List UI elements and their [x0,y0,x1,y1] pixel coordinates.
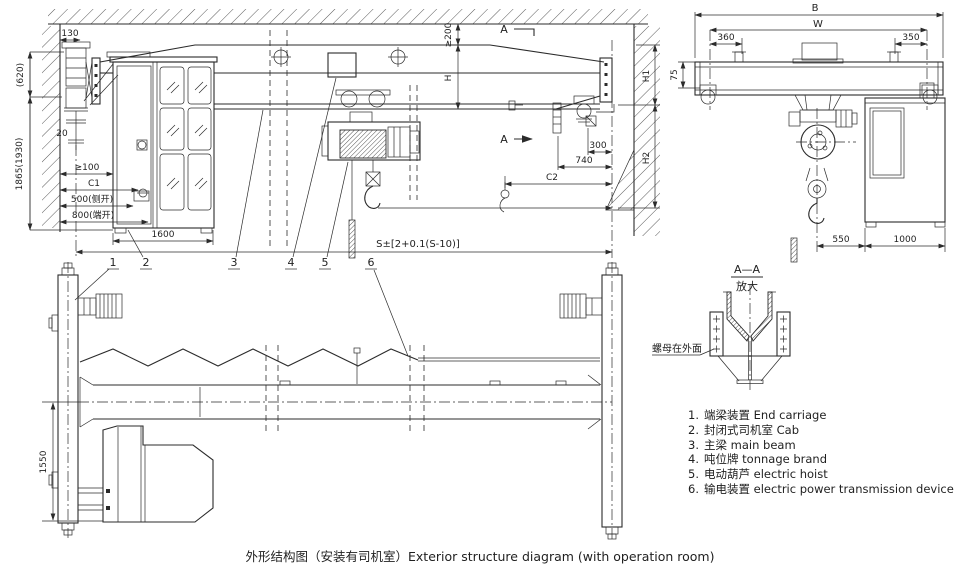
right-wall [605,24,660,236]
dim-h: H [444,75,454,82]
dim-130: 130 [61,29,78,39]
dim-c1: C1 [88,179,100,189]
main-beam-plan [78,345,612,433]
runway-rail-assembly [61,41,93,258]
dim-span: S±[2+0.1(S-10)] [376,239,460,250]
callout-6: 6 [368,256,375,269]
legend-item-label: 端梁装置 End carriage [704,408,827,422]
legend-item-number: 6. [688,481,699,496]
dim-300: 300 [589,141,606,151]
dim-75: 75 [670,69,680,80]
dim-550: 550 [832,235,849,245]
dim-ge100: ≥100 [75,163,100,173]
hook-front [364,160,381,209]
front-view: A A 130 (620) 1865(1930) 20 ≥100 C1 [15,9,660,357]
end-carriage-right [559,262,623,542]
dim-1000: 1000 [894,235,917,245]
dim-b: B [812,3,819,14]
dim-20: 20 [56,129,68,139]
legend-item-label: 主梁 main beam [704,437,796,452]
front-dimensions: 130 (620) 1865(1930) 20 ≥100 C1 500(侧开) … [15,22,660,255]
legend-item-label: 输电装置 electric power transmission device [704,481,954,496]
ceiling-hatch [48,9,648,25]
main-girder [83,30,613,246]
dim-360: 360 [717,33,734,43]
legend-item-label: 电动葫芦 electric hoist [704,467,828,482]
cab-plan [78,425,214,523]
dim-620: (620) [16,63,26,87]
dim-h1: H1 [642,70,652,83]
section-mark-a-bottom: A [500,133,508,146]
diagram-caption: 外形结构图（安装有司机室）Exterior structure diagram … [245,549,715,564]
tonnage-plate [327,52,357,78]
legend-item-number: 5. [688,467,699,482]
end-beam-side [694,30,944,110]
plan-dimensions: 1550 [39,401,103,522]
legend-item: 5. 电动葫芦 electric hoist [688,467,966,482]
end-carriage-left [48,262,123,538]
cab-windows [159,66,212,211]
legend-item: 6. 输电装置 electric power transmission devic… [688,482,966,497]
legend-item-label: 吨位牌 tonnage brand [704,452,828,467]
section-a-marks: A A [500,23,535,146]
dim-800-end: 800(端开) [72,209,114,221]
legend-item: 1. 端梁装置 End carriage [688,408,966,423]
electric-hoist-front [321,89,613,259]
hook-far-position [499,182,510,213]
plan-view: 1550 [39,262,623,542]
dim-500-side: 500(侧开) [71,193,113,205]
left-wall [42,24,61,232]
festoon-power-line [79,347,600,384]
legend-item: 4. 吨位牌 tonnage brand [688,452,966,467]
section-aa-title: A—A [734,263,761,276]
callout-2: 2 [143,256,150,269]
legend: 1. 端梁装置 End carriage 2. 封闭式司机室 Cab 3. 主梁 ma… [688,408,966,497]
side-dimensions: B W 360 350 75 550 1000 [670,3,946,252]
callouts: 1 2 3 4 5 6 [74,77,409,357]
callout-5: 5 [322,256,329,269]
dim-1865: 1865(1930) [15,138,25,191]
dim-740: 740 [575,156,592,166]
section-aa-detail: A—A 放大 螺母在外面 [652,263,791,392]
dim-350: 350 [902,33,919,43]
pendant-control [348,219,356,259]
section-aa-subtitle: 放大 [736,279,758,293]
callout-3: 3 [231,256,238,269]
section-mark-a-top: A [500,23,508,36]
callout-1: 1 [110,256,117,269]
legend-item: 3. 主梁 main beam [688,438,966,453]
dim-ge200: ≥200 [444,22,454,47]
cab-side [864,82,946,228]
dim-c2: C2 [546,173,558,183]
dim-1550: 1550 [39,450,49,473]
side-view: B W 360 350 75 550 1000 [670,3,946,263]
legend-item-number: 4. [688,452,699,467]
legend-item-label: 封闭式司机室 Cab [704,422,800,437]
legend-item-number: 1. [688,408,699,422]
callout-4: 4 [288,256,295,269]
section-aa-note: 螺母在外面 [652,343,702,355]
door-handle [136,139,148,151]
legend-item-number: 3. [688,437,699,452]
legend-item-number: 2. [688,422,699,437]
bolts [713,315,787,353]
dim-w: W [813,19,823,30]
guide-symbol [271,47,291,67]
electric-hoist-side [788,94,858,263]
legend-item: 2. 封闭式司机室 Cab [688,423,966,438]
guide-symbol [388,47,408,67]
dim-1600: 1600 [152,230,175,240]
dim-h2: H2 [642,152,652,165]
wall-rail-bracket [508,40,615,258]
